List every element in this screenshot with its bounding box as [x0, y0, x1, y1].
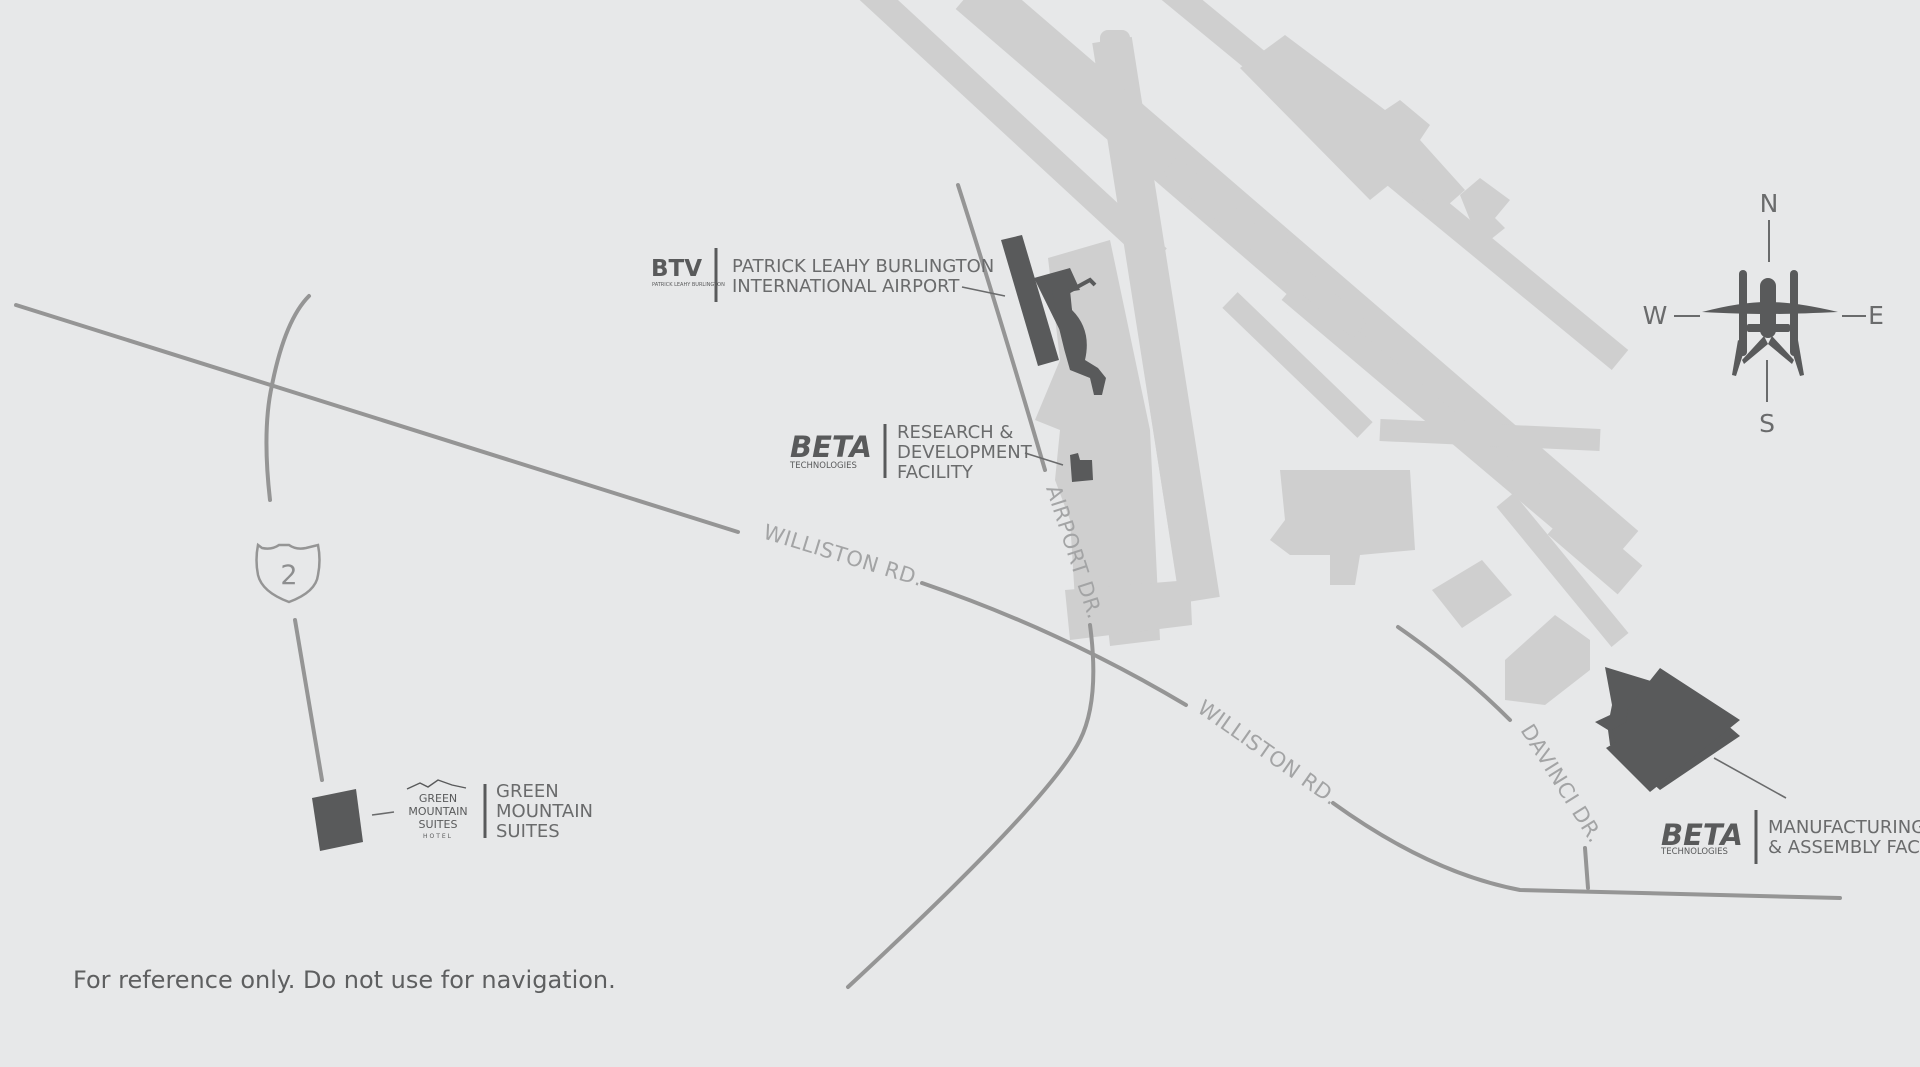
hotel-name-line-3: SUITES	[496, 821, 560, 842]
terminal-stub	[1100, 30, 1130, 90]
airport-name-line-2: INTERNATIONAL AIRPORT	[732, 276, 960, 297]
airport-name-line-1: PATRICK LEAHY BURLINGTON	[732, 256, 994, 277]
rnd-name-line-3: FACILITY	[897, 462, 974, 483]
williston-rd-road	[14, 303, 740, 534]
terminal-gates	[1052, 290, 1106, 395]
hotel-logo-line-4: HOTEL	[423, 833, 453, 840]
hotel-logo-line-1: GREEN	[419, 792, 457, 805]
airport-leader-line	[961, 286, 1006, 297]
hotel-logo-line-3: SUITES	[419, 818, 458, 831]
manufacturing-name-line-2: & ASSEMBLY FACIL	[1768, 837, 1920, 858]
rnd-name-line-1: RESEARCH &	[897, 422, 1013, 443]
rnd-facility-label: BETA TECHNOLOGIES RESEARCH & DEVELOPMENT…	[789, 422, 1033, 483]
rnd-leader-line	[1024, 452, 1064, 466]
btv-logo-subtext: PATRICK LEAHY BURLINGTON	[652, 282, 725, 288]
disclaimer-text: For reference only. Do not use for navig…	[73, 966, 616, 994]
crossing-runway	[1092, 36, 1220, 604]
runway-end-southeast	[1547, 505, 1643, 595]
rnd-facility-building	[1070, 453, 1093, 482]
rnd-name-line-2: DEVELOPMENT	[897, 442, 1033, 463]
williston-rd-road-mid	[920, 581, 1188, 707]
manufacturing-building-main	[1606, 668, 1740, 792]
compass-south: S	[1759, 409, 1775, 438]
us-route-2-shield: 2	[255, 542, 321, 604]
north-hangar-complex	[1240, 35, 1465, 212]
east-apron-1	[1432, 560, 1512, 628]
hotel-label: GREEN MOUNTAIN SUITES HOTEL GREEN MOUNTA…	[406, 779, 593, 842]
taxiway-left	[1096, 59, 1189, 611]
beta-logo: BETA	[790, 430, 872, 464]
davinci-dr-road	[1396, 625, 1512, 722]
compass-east: E	[1868, 301, 1884, 330]
williston-rd-label-2: WILLISTON RD.	[1193, 695, 1342, 810]
airport-dr-road-south	[846, 623, 1096, 989]
route-number: 2	[280, 560, 297, 591]
taxiway-connector-2	[1222, 292, 1373, 438]
route-shield-icon	[255, 542, 321, 604]
aircraft-compass-icon	[1702, 270, 1838, 376]
taxiway-connector-1	[1162, 156, 1368, 339]
hotel-leader-line	[371, 811, 395, 816]
hotel-building	[312, 789, 363, 851]
compass-north: N	[1760, 189, 1779, 218]
north-hangar-small	[1460, 178, 1510, 240]
davinci-dr-label: DAVINCI DR.	[1516, 720, 1608, 847]
lower-apron	[1065, 580, 1192, 640]
east-apron-2	[1505, 615, 1590, 705]
compass-rose: N S W E	[1643, 189, 1884, 438]
taxiway-southeast	[1496, 493, 1629, 647]
manufacturing-label: BETA TECHNOLOGIES MANUFACTURING & ASSEMB…	[1660, 810, 1920, 864]
mountain-logo-icon	[406, 779, 467, 790]
compass-west: W	[1643, 301, 1668, 330]
manufacturing-leader-line	[1713, 757, 1787, 799]
taxiway-upper-left	[859, 0, 1167, 268]
airport-label: BTV PATRICK LEAHY BURLINGTON PATRICK LEA…	[651, 248, 994, 302]
airport-terminal	[1001, 235, 1106, 395]
williston-rd-road-east	[1331, 801, 1842, 900]
airfield	[859, 0, 1643, 705]
beta-logo-subtext: TECHNOLOGIES	[789, 461, 857, 471]
us-route-2-road-north	[264, 294, 311, 502]
davinci-dr-road-south	[1583, 846, 1590, 890]
beta-logo-manufacturing-subtext: TECHNOLOGIES	[1660, 847, 1728, 857]
cargo-area	[1270, 470, 1415, 585]
manufacturing-name-line-1: MANUFACTURING	[1768, 817, 1920, 838]
terminal-building	[1001, 235, 1059, 366]
hotel-name-line-2: MOUNTAIN	[496, 801, 593, 822]
us-route-2-road-south	[293, 618, 324, 782]
hotel-name-line-1: GREEN	[496, 781, 559, 802]
beta-logo-manufacturing: BETA	[1661, 818, 1743, 852]
hotel-logo-line-2: MOUNTAIN	[408, 805, 467, 818]
williston-rd-label-1: WILLISTON RD.	[761, 520, 926, 591]
road-network	[14, 183, 1842, 989]
airport-dr-road	[956, 183, 1047, 472]
taxiway-connector-3	[1379, 419, 1601, 451]
btv-logo: BTV	[651, 256, 702, 282]
